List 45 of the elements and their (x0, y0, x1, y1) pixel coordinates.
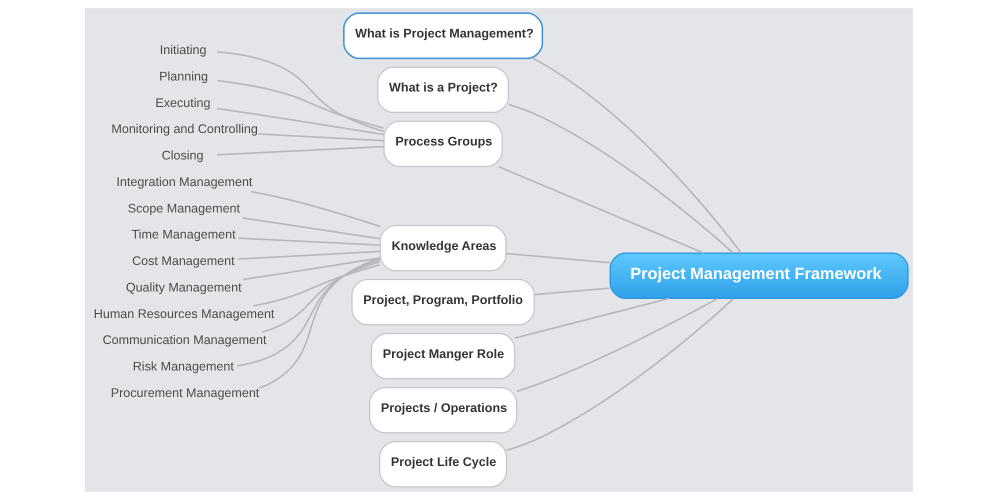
node-text: Quality Management (125, 280, 242, 294)
connector (516, 298, 718, 392)
node-box: What is a Project? (376, 66, 509, 114)
node-text: Scope Management (127, 201, 240, 216)
node-text: Risk Management (132, 360, 234, 374)
connector (216, 51, 384, 132)
node-box: Project Life Cycle (378, 440, 507, 488)
connector (514, 298, 669, 339)
node-text: Planning (158, 69, 208, 84)
node-box: Project Management Framework (609, 252, 908, 299)
connector (258, 133, 384, 142)
node-box: Projects / Operations (368, 386, 517, 434)
node-text: Monitoring and Controlling (110, 122, 258, 136)
node-text: Procurement Management (110, 386, 259, 400)
connector (534, 287, 610, 296)
connector (236, 258, 380, 367)
node-text: Cost Management (132, 254, 234, 268)
node-text: Initiating (159, 42, 206, 57)
connector (532, 58, 742, 254)
connector (261, 261, 380, 333)
node-text: Integration Management (116, 174, 252, 189)
connector (498, 166, 704, 254)
connector (505, 252, 610, 264)
connector (258, 257, 380, 389)
node-text: Communication Management (102, 333, 266, 348)
connector (506, 298, 734, 452)
connector (216, 146, 384, 156)
node-text: Human Resources Management (93, 306, 274, 321)
connector (216, 108, 384, 136)
connector (252, 264, 380, 307)
node-box: Knowledge Areas (379, 224, 506, 272)
node-box: Project Manger Role (370, 332, 515, 380)
node-text: Time Management (130, 228, 236, 242)
connector (242, 257, 380, 280)
connector (242, 217, 380, 240)
connector (216, 80, 384, 130)
node-box: What is Project Management? (342, 12, 543, 60)
connector (508, 104, 734, 254)
connector (250, 190, 380, 228)
connector (238, 237, 380, 246)
node-box: Process Groups (382, 120, 502, 168)
node-text: Executing (154, 96, 210, 110)
node-text: Closing (161, 148, 203, 163)
node-box: Project, Program, Portfolio (350, 278, 534, 326)
connector (238, 250, 380, 260)
